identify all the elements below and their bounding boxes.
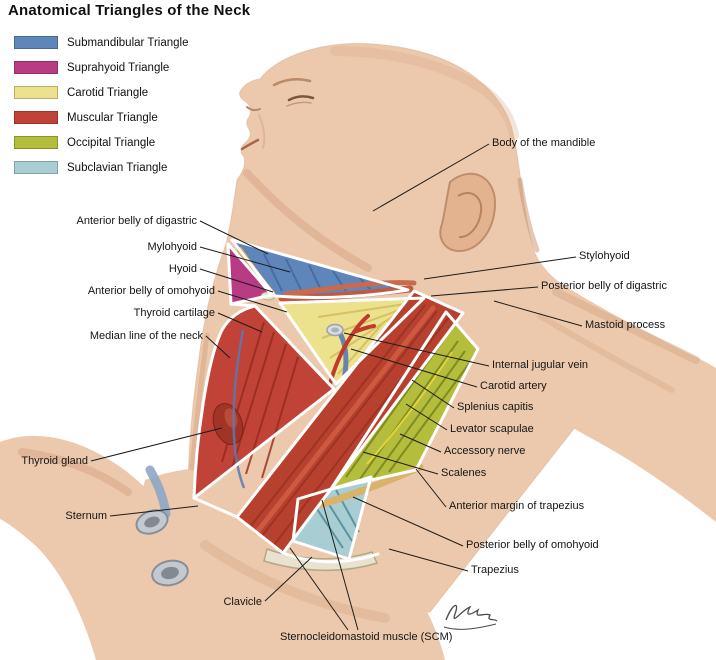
label-anterior-belly-omohyoid: Anterior belly of omohyoid [87, 285, 215, 297]
legend-label: Submandibular Triangle [67, 36, 189, 49]
muscular-triangle-fibers [221, 321, 299, 479]
legend-label: Carotid Triangle [67, 86, 149, 99]
legend-label: Muscular Triangle [67, 111, 158, 124]
label-scalenes: Scalenes [441, 467, 487, 479]
stylohyoid-band [283, 280, 417, 297]
label-mylohyoid: Mylohyoid [147, 241, 197, 253]
label-sternum: Sternum [65, 510, 107, 522]
legend-swatch-occipital [14, 136, 58, 149]
label-mastoid-process: Mastoid process [585, 319, 666, 331]
label-hyoid: Hyoid [168, 263, 197, 275]
label-levator-scapulae: Levator scapulae [450, 423, 534, 435]
cut-bones [135, 465, 189, 587]
label-posterior-belly-digastric: Posterior belly of digastric [541, 280, 667, 292]
eyelid-line [286, 101, 312, 107]
legend-swatch-submandibular [14, 36, 58, 49]
cut-vessel-lumen [331, 327, 339, 333]
carotid-artery-line [328, 314, 376, 386]
ear [439, 172, 497, 253]
leader-lines [90, 143, 583, 631]
nostril-line [246, 106, 261, 112]
right-trapezius-skin [468, 252, 716, 522]
label-posterior-belly-omohyoid: Posterior belly of omohyoid [466, 539, 599, 551]
legend-item-submandibular: Submandibular Triangle [14, 36, 188, 49]
eyebrow-line [272, 77, 312, 87]
accessory-nerve-line [366, 351, 453, 465]
label-internal-jugular-vein: Internal jugular vein [492, 359, 589, 371]
skin-shading [18, 46, 700, 623]
label-scm: Sternocleidomastoid muscle (SCM) [280, 631, 453, 643]
label-splenius-capitis: Splenius capitis [457, 401, 534, 413]
eye-line [287, 95, 315, 102]
label-carotid-artery: Carotid artery [480, 380, 547, 392]
legend-swatch-subclavian [14, 161, 58, 174]
legend-label: Occipital Triangle [67, 136, 156, 149]
legend-item-muscular: Muscular Triangle [14, 111, 188, 124]
carotid-triangle-fibers [317, 302, 413, 375]
legend-label: Suprahyoid Triangle [67, 61, 170, 74]
legend-item-carotid: Carotid Triangle [14, 86, 188, 99]
label-trapezius: Trapezius [471, 564, 519, 576]
scm-highlight [254, 305, 436, 535]
legend-swatch-carotid [14, 86, 58, 99]
label-thyroid-gland: Thyroid gland [21, 455, 88, 467]
mylohyoid-fibers [263, 253, 393, 293]
occipital-triangle-fibers [345, 330, 472, 480]
face-features [240, 77, 315, 151]
cut-vein-tube [145, 465, 171, 519]
label-accessory-nerve: Accessory nerve [444, 445, 526, 457]
anterior-jugular-vein-line [232, 329, 246, 489]
legend-swatch-muscular [14, 111, 58, 124]
legend-label: Subclavian Triangle [67, 161, 168, 174]
mouth-line [240, 138, 260, 151]
label-body-of-mandible: Body of the mandible [492, 137, 596, 149]
legend-item-suprahyoid: Suprahyoid Triangle [14, 61, 188, 74]
legend: Submandibular Triangle Suprahyoid Triang… [14, 36, 188, 186]
legend-item-subclavian: Subclavian Triangle [14, 161, 188, 174]
figure-title: Anatomical Triangles of the Neck [8, 2, 251, 19]
artist-signature [443, 604, 498, 630]
label-anterior-belly-digastric: Anterior belly of digastric [76, 215, 197, 227]
legend-item-occipital: Occipital Triangle [14, 136, 188, 149]
cut-rib-bone [151, 559, 189, 587]
label-anterior-margin-trapezius: Anterior margin of trapezius [449, 500, 585, 512]
label-median-line: Median line of the neck [89, 330, 203, 342]
label-clavicle: Clavicle [223, 596, 262, 608]
label-stylohyoid: Stylohyoid [579, 250, 630, 262]
ear-inner-fold [457, 192, 483, 239]
label-thyroid-cartilage: Thyroid cartilage [133, 307, 215, 319]
legend-swatch-suprahyoid [14, 61, 58, 74]
triangle-outlines [192, 238, 480, 564]
